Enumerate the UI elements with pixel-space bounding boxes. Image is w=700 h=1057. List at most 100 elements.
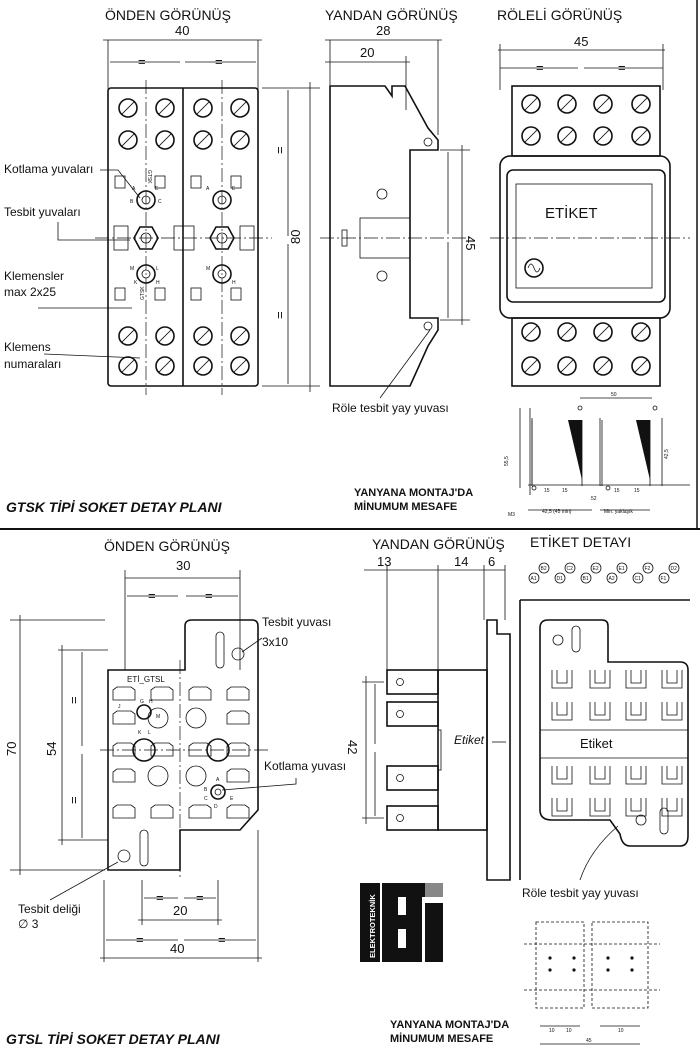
label-contact-slot [551, 798, 573, 817]
svg-text:=: = [205, 588, 213, 603]
svg-text:A: A [206, 186, 210, 192]
svg-text:=: = [66, 696, 81, 704]
label-contact-slot [661, 702, 683, 721]
contact-slot [226, 686, 250, 701]
svg-text:E1: E1 [619, 566, 625, 572]
contact-slot [226, 768, 250, 783]
label-contact-slot [551, 670, 573, 689]
terminal-screw [557, 94, 577, 114]
svg-text:K: K [138, 730, 142, 736]
label-contact-slot [589, 670, 611, 689]
pin-hole [185, 765, 207, 787]
contact-slot [226, 710, 250, 725]
bottom-front-view-title: ÖNDEN GÖRÜNÜŞ [104, 537, 230, 554]
terminal-number-badge: A2 [606, 572, 618, 584]
svg-text:=: = [272, 311, 287, 319]
terminal-number-badge: B1 [580, 572, 592, 584]
contact-slot [112, 686, 136, 701]
top-front-socket: A B C E M K L H A E M H GTSK GTSK [95, 80, 272, 395]
top-callouts: Kotlama yuvaları Tesbit yuvaları Klemens… [4, 162, 141, 371]
terminal-number-badge: A1 [528, 572, 540, 584]
terminal-screw [118, 326, 138, 346]
svg-text:20: 20 [173, 903, 187, 918]
terminal-number-badge: F1 [658, 572, 670, 584]
svg-text:28: 28 [376, 23, 390, 38]
contact-slot [188, 742, 212, 757]
svg-text:=: = [215, 54, 223, 69]
label-contact-slot [625, 670, 647, 689]
top-front-view-title: ÖNDEN GÖRÜNÜŞ [105, 6, 231, 23]
terminal-screw [521, 356, 541, 376]
terminal-screw [631, 94, 651, 114]
top-side-view: 28 20 45 Röle tesbit yay yuvası [320, 23, 478, 415]
side-etiket-label: Etiket [454, 733, 485, 747]
svg-text:F2: F2 [645, 566, 651, 572]
label-contact-slot [661, 766, 683, 785]
terminal-screw [593, 356, 613, 376]
svg-text:52: 52 [591, 496, 597, 502]
svg-text:D: D [214, 804, 218, 810]
svg-text:E: E [230, 796, 234, 802]
svg-text:numaraları: numaraları [4, 357, 61, 371]
svg-text:70: 70 [4, 742, 19, 756]
tesbit-yuvasi-label: Tesbit yuvası [262, 615, 331, 629]
bottom-label-detail-title: ETİKET DETAYI [530, 533, 631, 550]
svg-text:13: 13 [377, 554, 391, 569]
terminal-screw [230, 130, 250, 150]
terminal-screw [521, 322, 541, 342]
svg-text:15: 15 [562, 488, 568, 494]
svg-text:3x10: 3x10 [262, 635, 288, 649]
svg-text:6: 6 [488, 554, 495, 569]
contact-slot [112, 804, 136, 819]
terminal-screw [155, 326, 175, 346]
label-contact-slot [551, 766, 573, 785]
svg-text:=: = [136, 932, 144, 947]
eti-logo: ELEKTROTEKNİK [360, 883, 443, 962]
svg-text:40: 40 [175, 23, 189, 38]
svg-text:=: = [156, 890, 164, 905]
label-contact-slot [661, 798, 683, 817]
svg-text:G: G [140, 699, 144, 705]
terminal-screw [118, 356, 138, 376]
svg-text:42: 42 [345, 740, 360, 754]
svg-text:A: A [216, 777, 220, 783]
terminal-screw [155, 98, 175, 118]
terminal-screw [193, 326, 213, 346]
terminal-screw [118, 98, 138, 118]
svg-text:45: 45 [574, 34, 588, 49]
terminal-screw [230, 326, 250, 346]
contact-slot [150, 804, 174, 819]
bottom-side-view: 13 14 6 42 Etiket [345, 554, 511, 881]
terminal-number-badge: D1 [554, 572, 566, 584]
contact-slot [226, 742, 250, 757]
pin-hole [185, 707, 207, 729]
svg-text:B: B [204, 787, 208, 793]
svg-text:14: 14 [454, 554, 468, 569]
label-contact-slot [625, 702, 647, 721]
svg-text:=: = [618, 60, 626, 75]
role-tesbit-label: Röle tesbit yay yuvası [332, 401, 449, 415]
svg-text:50: 50 [611, 392, 617, 398]
relay-etiket-label: ETİKET [545, 204, 598, 222]
svg-text:C2: C2 [567, 566, 574, 572]
svg-text:∅ 3: ∅ 3 [18, 917, 39, 931]
svg-text:ELEKTROTEKNİK: ELEKTROTEKNİK [368, 894, 377, 958]
svg-text:10: 10 [549, 1028, 555, 1034]
bottom-min-label-2: MİNUMUM MESAFE [390, 1032, 493, 1045]
svg-text:B: B [130, 199, 134, 205]
svg-text:C: C [204, 796, 208, 802]
terminal-screw [593, 94, 613, 114]
svg-text:D1: D1 [557, 576, 564, 582]
terminal-number-badge: D2 [668, 562, 680, 574]
svg-text:B2: B2 [541, 566, 547, 572]
svg-text:Min. yaklaşık: Min. yaklaşık [604, 509, 633, 515]
terminal-screw [557, 126, 577, 146]
svg-text:30: 30 [176, 558, 190, 573]
svg-text:=: = [272, 146, 287, 154]
terminal-screw [230, 356, 250, 376]
svg-text:=: = [148, 588, 156, 603]
svg-text:E2: E2 [593, 566, 599, 572]
svg-text:40: 40 [170, 941, 184, 956]
kotlama-yuvalari-label: Kotlama yuvaları [4, 162, 93, 176]
